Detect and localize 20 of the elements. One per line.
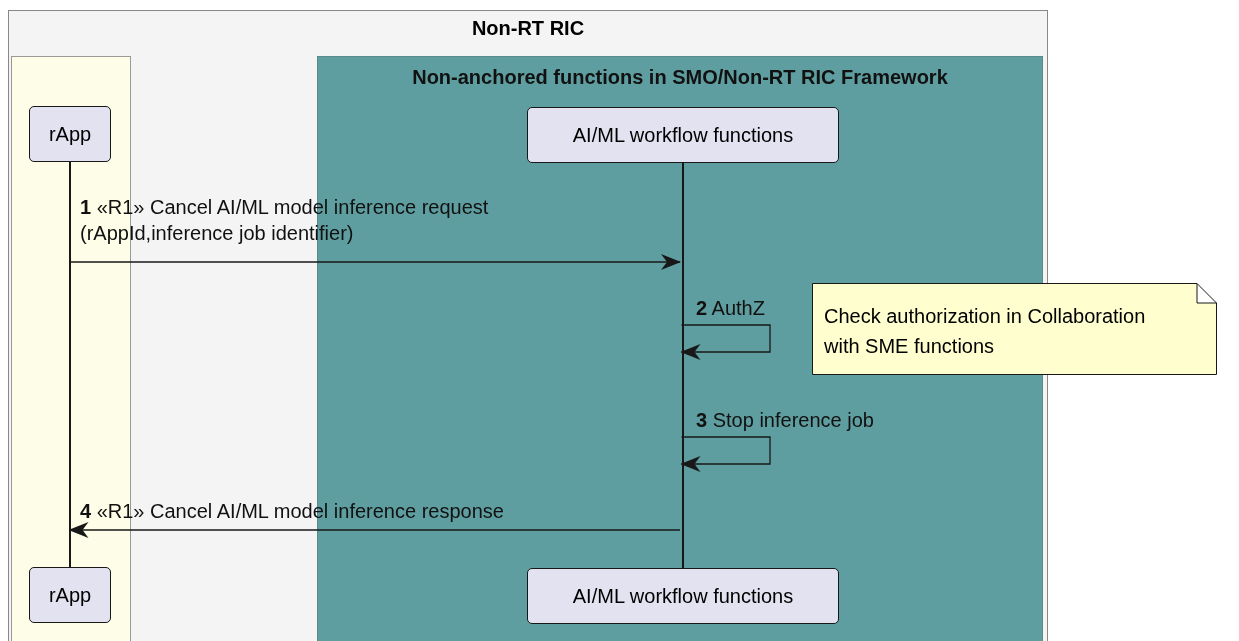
frame-title: Non-RT RIC	[471, 17, 585, 40]
message-label: 2 AuthZ	[696, 296, 765, 321]
message-arrow	[68, 522, 681, 538]
participant-box	[29, 567, 111, 623]
participant-box	[29, 106, 111, 162]
participant-name: rApp	[48, 122, 92, 146]
note-text: Check authorization in Collaboration with SME functions	[824, 304, 1147, 359]
message-arrow	[680, 324, 771, 360]
message-arrow	[68, 254, 681, 270]
message-arrow	[680, 436, 771, 472]
participant-name: AI/ML workflow functions	[572, 584, 794, 608]
participant-name: AI/ML workflow functions	[572, 123, 794, 147]
lifeline	[682, 163, 684, 568]
participant-box	[527, 568, 839, 624]
message-label: 3 Stop inference job	[696, 408, 874, 433]
lifeline	[69, 162, 71, 567]
group-title: Non-anchored functions in SMO/Non-RT RIC Framework	[412, 66, 948, 89]
participant-box	[527, 107, 839, 163]
participant-name: rApp	[48, 583, 92, 607]
note	[812, 283, 1217, 375]
